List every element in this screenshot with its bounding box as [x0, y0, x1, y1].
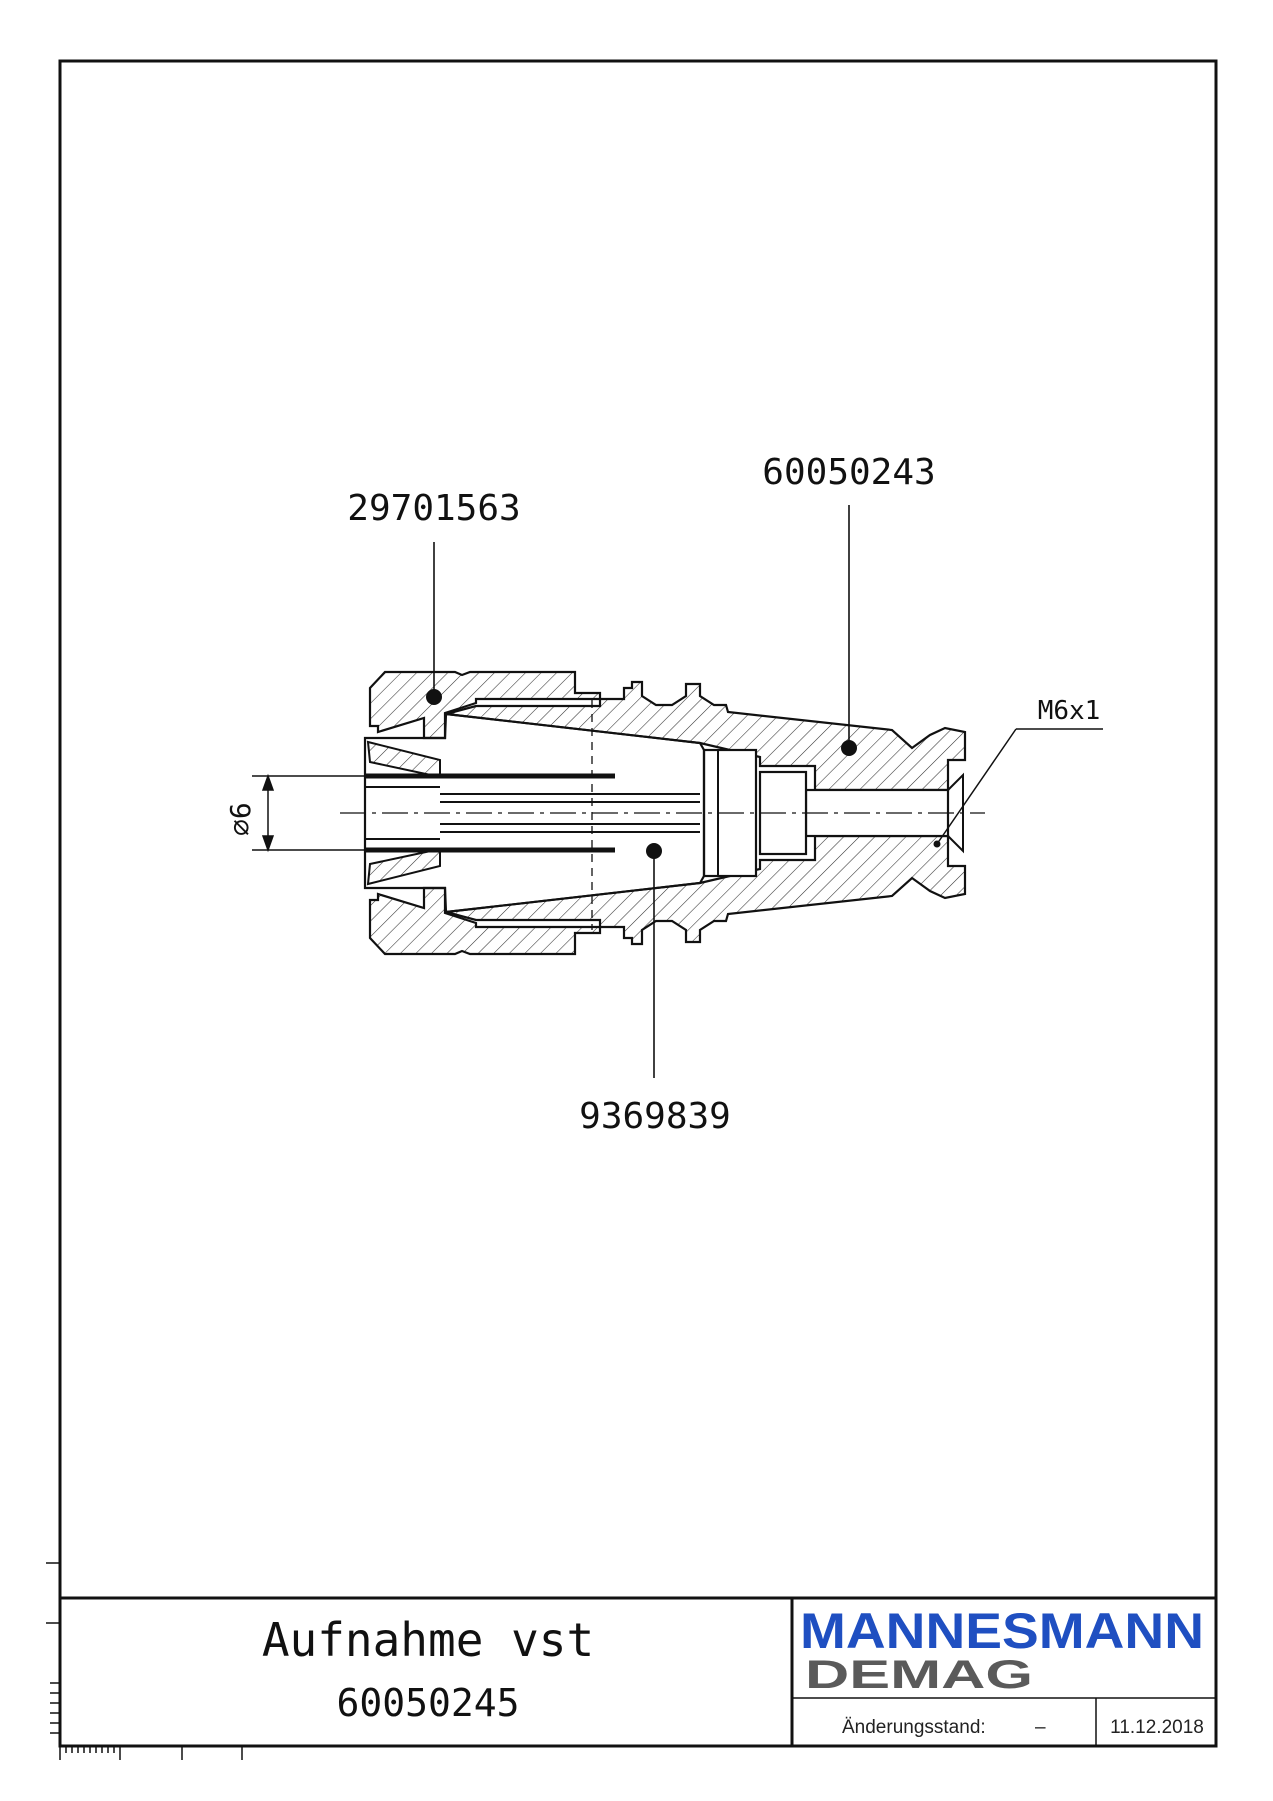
collet-slots: [364, 773, 700, 853]
collet-part-number: 9369839: [579, 1096, 731, 1137]
nut-part-number: 29701563: [347, 488, 520, 529]
holder-part-number: 60050243: [762, 452, 935, 493]
margin-ruler: [46, 1562, 243, 1760]
revision-date: 11.12.2018: [1110, 1717, 1204, 1738]
logo-mannesmann: MANNESMANN: [800, 1603, 1204, 1659]
thread-end: [947, 772, 964, 854]
collet-leader: [646, 843, 662, 1078]
diameter-dimension: [252, 773, 365, 853]
holder-body-top: [445, 680, 967, 792]
collet-outline: [363, 712, 706, 914]
nut-section-top: [368, 670, 602, 740]
thread-label: M6x1: [1038, 696, 1101, 726]
title-block: [60, 1596, 1216, 1746]
logo-demag: DEMAG: [805, 1653, 1033, 1697]
thread-leader: [936, 728, 1103, 845]
collet-cone-bottom: [366, 847, 441, 886]
drawing-number: 60050245: [336, 1681, 519, 1725]
diameter-label: ⌀6: [224, 802, 257, 836]
holder-leader: [841, 505, 857, 756]
drawing-frame: [58, 59, 1218, 1748]
nut-leader: [426, 542, 442, 705]
drawing-title: Aufnahme vst: [262, 1613, 594, 1667]
collet-holder-assembly: [340, 670, 985, 956]
revision-label: Änderungsstand:: [842, 1717, 986, 1738]
nut-section-bottom: [368, 886, 602, 956]
revision-value: –: [1035, 1717, 1046, 1738]
holder-body-bottom: [445, 834, 967, 946]
collet-cone-top: [366, 740, 441, 779]
